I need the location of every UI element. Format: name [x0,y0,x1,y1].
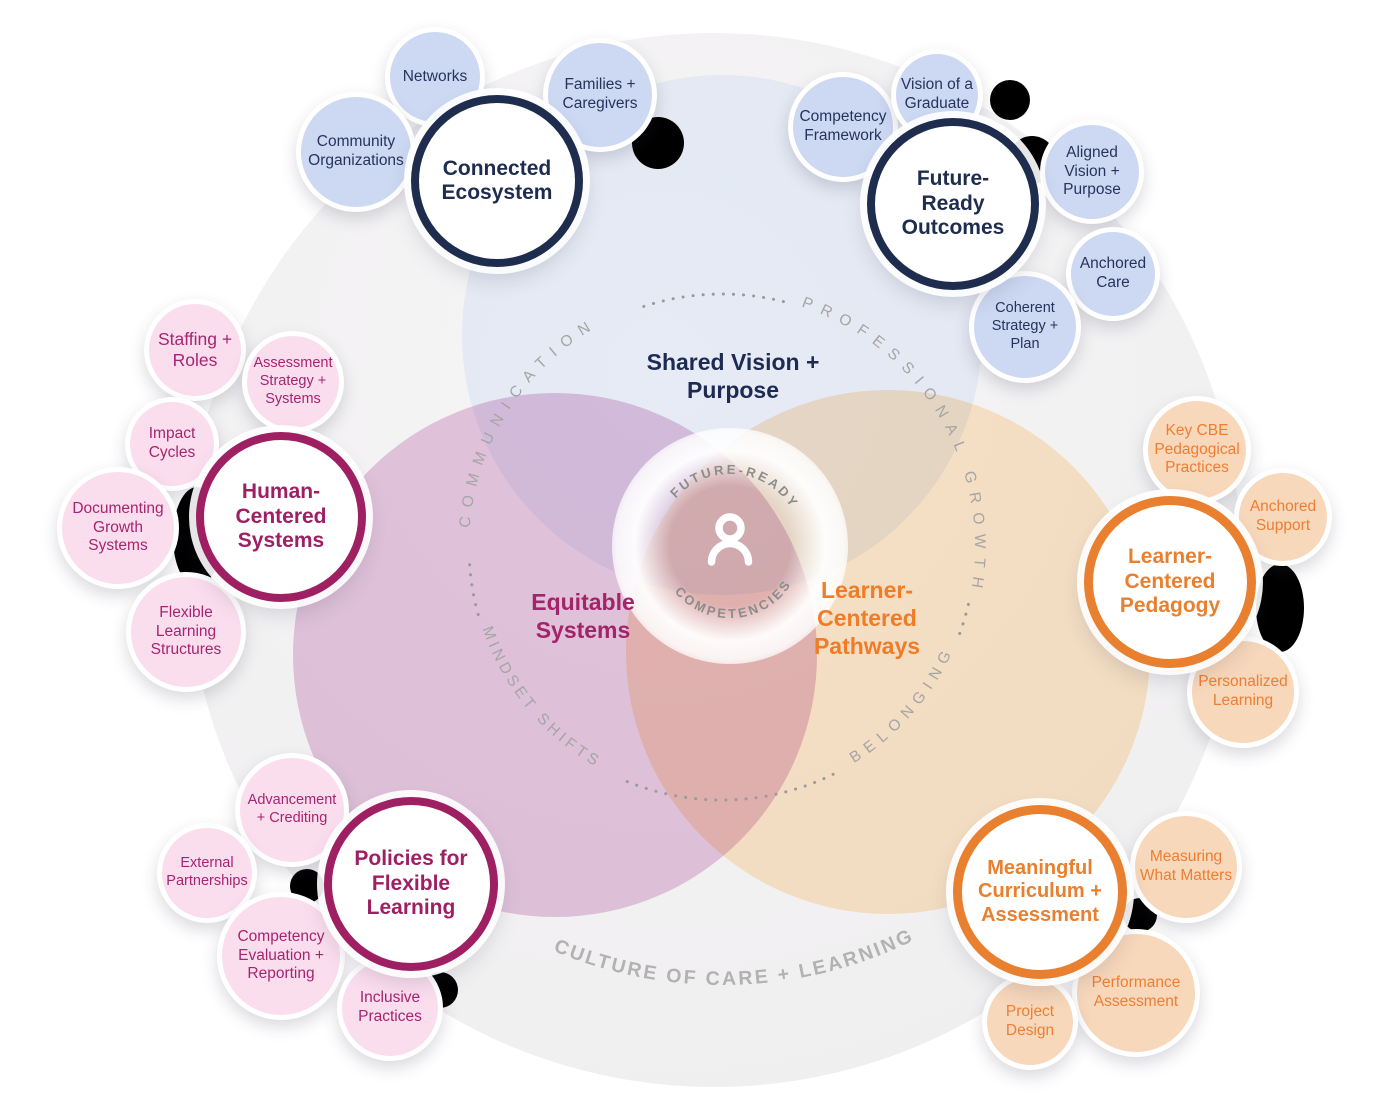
satellite-anchored-support: Anchored Support [1234,468,1332,566]
satellite-anchored-care: Anchored Care [1066,227,1160,321]
satellite-competency-evaluation-reporting: Competency Evaluation + Reporting [217,892,345,1020]
satellite-flexible-learning-structures: Flexible Learning Structures [126,572,246,692]
satellite-personalized-learning: Personalized Learning [1187,636,1299,748]
satellite-competency-framework: Competency Framework [788,72,898,182]
venn-label-shared-vision: Shared Vision + Purpose [646,349,820,404]
node-connected-ecosystem: Connected Ecosystem [411,95,583,267]
satellite-staffing-roles: Staffing + Roles [144,299,246,401]
venn-label-learner-pathways: Learner- Centered Pathways [813,577,921,660]
satellite-assessment-strategy-systems: Assessment Strategy + Systems [242,331,344,433]
node-policies-flexible-learning: Policies for Flexible Learning [324,797,498,971]
artifact-blob [990,80,1030,120]
satellite-documenting-growth-systems: Documenting Growth Systems [57,467,179,589]
venn-label-equitable-systems: Equitable Systems [531,589,635,644]
satellite-inclusive-practices: Inclusive Practices [337,955,443,1061]
artifact-blob [1256,564,1304,652]
node-learner-centered-pedagogy: Learner- Centered Pedagogy [1084,496,1256,668]
satellite-advancement-crediting: Advancement + Crediting [235,753,349,867]
node-meaningful-curriculum-assessment: Meaningful Curriculum + Assessment [953,805,1127,979]
satellite-coherent-strategy-plan: Coherent Strategy + Plan [969,271,1081,383]
satellite-community-organizations: Community Organizations [296,92,416,212]
satellite-project-design: Project Design [982,974,1078,1070]
satellite-measuring-what-matters: Measuring What Matters [1130,811,1242,923]
node-future-ready-outcomes: Future- Ready Outcomes [867,118,1039,290]
satellite-aligned-vision-purpose: Aligned Vision + Purpose [1040,120,1144,224]
satellite-families-caregivers: Families + Caregivers [543,38,657,152]
satellite-key-cbe-pedagogical-practices: Key CBE Pedagogical Practices [1143,396,1251,504]
node-human-centered-systems: Human- Centered Systems [196,432,366,602]
